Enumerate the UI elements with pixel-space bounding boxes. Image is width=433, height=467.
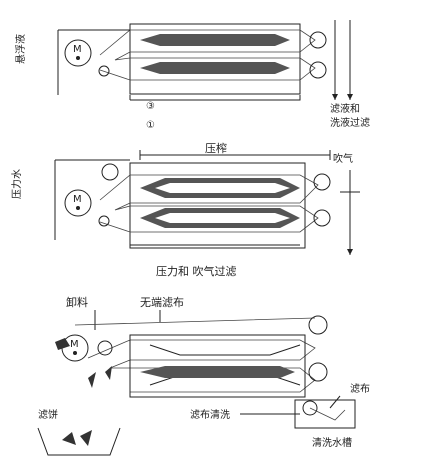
guide-roller-3a — [97, 340, 113, 356]
discharge-label: 卸料 — [66, 295, 88, 309]
panel-filtration: M 悬浮液 滤液和 洗液过滤 ③ ① — [14, 20, 370, 131]
end-roller-1a — [309, 31, 327, 49]
belt-label: 无端滤布 — [140, 296, 184, 309]
top-roller-2 — [101, 163, 119, 181]
feed-label: 悬浮液 — [14, 34, 27, 64]
belt-path-2 — [99, 174, 319, 233]
cake-bin — [37, 427, 121, 456]
motor-label-2: M — [73, 194, 82, 205]
panel-press-blow: 压榨 M 压力水 吹气 压力和 吹气过滤 — [10, 141, 360, 278]
end-roller-1b — [309, 61, 327, 79]
guide-roller-2a — [98, 215, 110, 227]
filter-plate-1b — [140, 62, 290, 74]
motor-roller-1 — [64, 39, 92, 67]
collector-1 — [129, 95, 301, 101]
filter-plate-3 — [140, 366, 295, 378]
cake-piece-3 — [105, 366, 112, 380]
outlet-pipes-1 — [334, 20, 351, 100]
belt-path-3 — [74, 317, 316, 393]
filtrate-label-2: 洗液过滤 — [330, 116, 370, 129]
cloth-leader — [329, 395, 341, 409]
belt-path-1 — [99, 29, 316, 81]
panel-discharge: 卸料 无端滤布 M 滤饼 滤布 滤布清洗 清洗水槽 — [37, 295, 370, 456]
panel2-caption: 压力和 吹气过滤 — [156, 264, 237, 278]
cake-in-bin-2 — [80, 430, 92, 446]
filtrate-label-1: 滤液和 — [330, 102, 360, 115]
wash-belt — [309, 407, 346, 421]
guide-roller-1a — [98, 65, 110, 77]
cloth-label: 滤布 — [350, 382, 370, 395]
end-roller-2b — [313, 209, 331, 227]
water-label: 压力水 — [10, 169, 23, 199]
wash-tank — [294, 399, 356, 429]
step-marker-a: ③ — [146, 101, 155, 112]
end-roller-3b — [308, 362, 328, 382]
cake-piece-1 — [55, 338, 70, 350]
motor-roller-2 — [64, 189, 92, 217]
blow-label: 吹气 — [333, 152, 353, 165]
cake-in-bin-1 — [62, 432, 76, 445]
wash-roller — [302, 400, 318, 416]
air-pipe — [340, 170, 360, 255]
motor-label-1: M — [73, 44, 82, 55]
cake-label: 滤饼 — [38, 408, 58, 421]
press-label: 压榨 — [205, 141, 227, 155]
cake-piece-2 — [88, 372, 96, 388]
filter-plate-1a — [140, 34, 290, 46]
water-pipe — [54, 159, 130, 240]
press-frame-2 — [129, 162, 306, 249]
motor-label-3: M — [70, 339, 79, 350]
end-roller-2a — [313, 173, 331, 191]
tank-label: 清洗水槽 — [312, 436, 352, 449]
press-frame-1 — [129, 23, 301, 95]
feed-pipe-1 — [57, 29, 130, 95]
step-marker-b: ① — [146, 120, 155, 131]
press-frame-3 — [129, 334, 306, 398]
open-plates — [149, 344, 301, 386]
wash-label: 滤布清洗 — [190, 408, 230, 421]
end-roller-3a — [308, 315, 328, 335]
press-bracket — [139, 150, 331, 160]
